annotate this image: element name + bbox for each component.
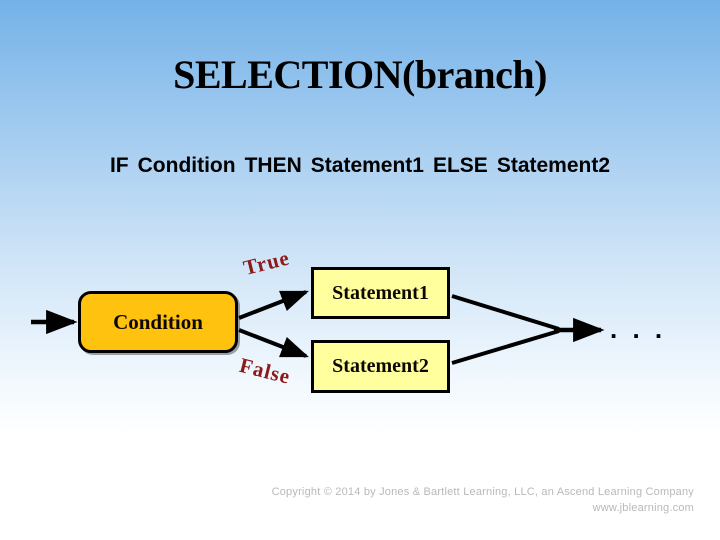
subtitle-keyword-if: IF (109, 154, 129, 177)
node-statement2-label: Statement2 (332, 355, 429, 377)
subtitle-keyword-then: THEN (244, 154, 302, 177)
pseudocode-subtitle: IF Condition THEN Statement1 ELSE Statement2 (0, 154, 720, 178)
node-statement1[interactable]: Statement1 (311, 267, 450, 319)
node-condition-label: Condition (113, 309, 203, 334)
node-statement1-label: Statement1 (332, 281, 429, 304)
node-condition[interactable]: Condition (78, 291, 238, 353)
edge-condition-to-statement2 (238, 328, 309, 358)
subtitle-statement2: Statement2 (496, 154, 611, 177)
node-statement2[interactable]: Statement2 (311, 340, 450, 393)
edge-statement1-to-merge (451, 294, 560, 331)
footer-copyright: Copyright © 2014 by Jones & Bartlett Lea… (271, 486, 694, 498)
page-title: SELECTION(branch) (173, 52, 547, 97)
footer-credits: Copyright © 2014 by Jones & Bartlett Lea… (272, 484, 694, 516)
edge-statement2-to-merge (451, 329, 560, 365)
continuation-ellipsis: . . . (610, 314, 667, 344)
subtitle-statement1: Statement1 (310, 154, 424, 177)
subtitle-keyword-else: ELSE (432, 154, 488, 177)
edge-condition-to-statement1 (238, 290, 309, 320)
subtitle-condition: Condition (137, 154, 236, 177)
footer-website: www.jblearning.com (592, 502, 694, 514)
